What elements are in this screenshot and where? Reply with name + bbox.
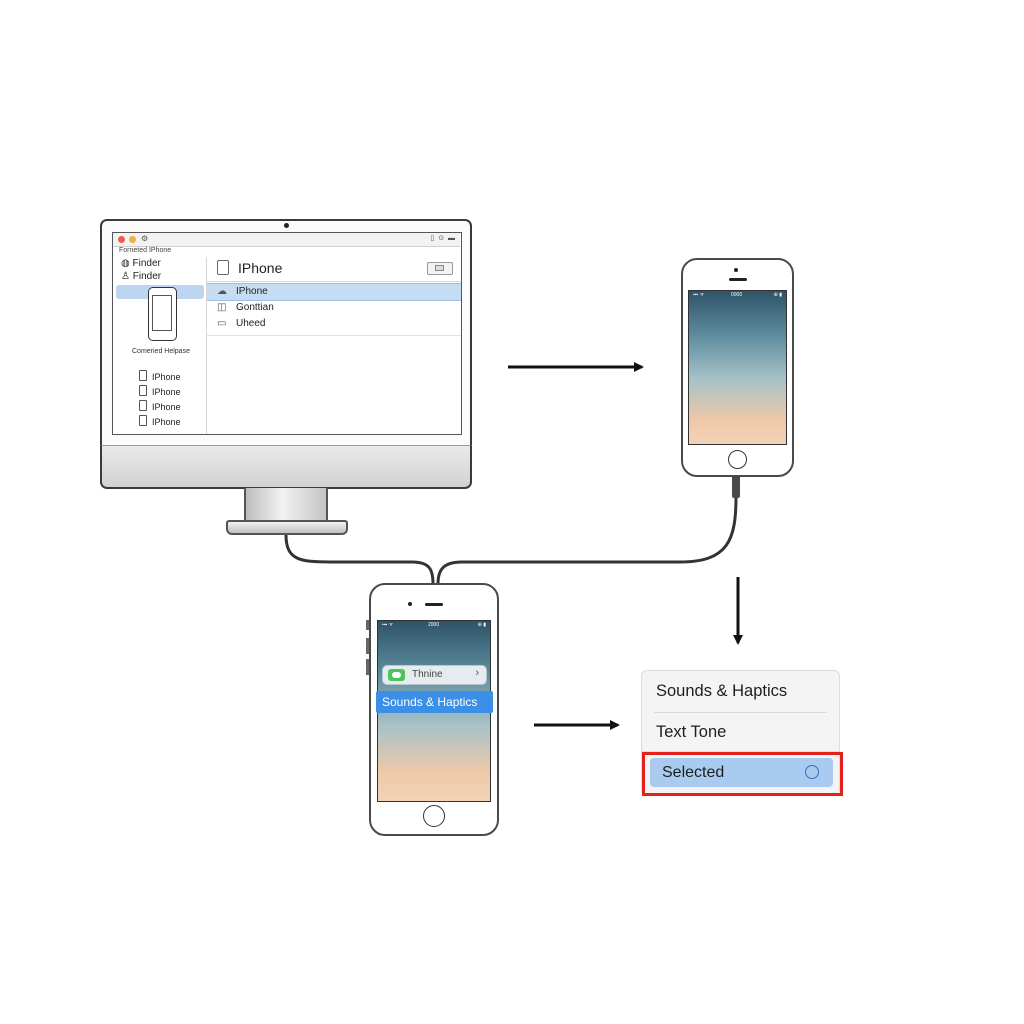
volume-down-button	[366, 659, 369, 675]
divider	[654, 712, 827, 713]
divider	[207, 281, 461, 282]
window-header-label: Forneted IPhone	[119, 247, 172, 254]
device-list-item[interactable]: IPhone	[139, 385, 181, 397]
settings-item-selected[interactable]: Selected	[650, 758, 833, 787]
sidebar-item-label: Finder	[132, 271, 162, 282]
device-list-item[interactable]: IPhone	[139, 370, 181, 382]
device-list-item[interactable]: IPhone	[139, 400, 181, 412]
list-item-label: IPhone	[236, 286, 268, 297]
sidebar-item-finder[interactable]: ◍ Finder	[121, 258, 161, 269]
panel-title: Sounds & Haptics	[656, 682, 788, 700]
general-icon: ◫	[217, 302, 227, 313]
home-button[interactable]	[423, 805, 445, 827]
list-item-label: Gonttian	[236, 302, 274, 313]
window-titlebar: ⚙ ▯ ⊙ ▬	[113, 233, 460, 247]
finder-window: ⚙ ▯ ⊙ ▬ Forneted IPhone ◍ Finder ♙ Finde…	[112, 232, 462, 435]
phone-outline-icon	[217, 260, 229, 275]
home-button[interactable]	[728, 450, 747, 469]
highlight-frame	[642, 752, 843, 796]
mute-switch	[366, 620, 369, 630]
storage-icon: ▭	[217, 318, 227, 329]
person-icon: ♙	[121, 271, 130, 282]
page-title: IPhone	[238, 260, 283, 276]
minimize-window-button[interactable]	[129, 236, 136, 243]
divider	[207, 335, 461, 336]
device-label: IPhone	[152, 387, 181, 397]
list-item-label: Uheed	[236, 318, 266, 329]
usb-cable-phone	[436, 496, 738, 585]
iphone-device-icon	[148, 287, 177, 341]
menubar-status-icons: ▯ ⊙ ▬	[430, 235, 456, 242]
monitor-stand-neck	[244, 488, 328, 522]
speaker-grille	[425, 603, 443, 606]
camera-icon	[284, 223, 289, 228]
close-window-button[interactable]	[118, 236, 125, 243]
device-label: IPhone	[152, 417, 181, 427]
usb-cable-monitor	[284, 534, 435, 585]
list-item-general[interactable]: ◫ Gonttian	[207, 300, 461, 316]
front-camera-icon	[734, 268, 738, 272]
sidebar-item-label: Finder	[132, 258, 161, 269]
messages-icon	[388, 669, 405, 681]
volume-up-button	[366, 638, 369, 654]
settings-icon[interactable]: ⚙	[141, 234, 149, 243]
battery-icon: ⊕ ▮	[477, 622, 486, 628]
sidebar-item-finder-2[interactable]: ♙ Finder	[121, 271, 161, 282]
device-label: IPhone	[152, 402, 181, 412]
speaker-grille	[729, 278, 747, 281]
monitor-chin	[100, 445, 472, 489]
device-list-item[interactable]: IPhone	[139, 415, 181, 427]
phone-icon	[139, 370, 147, 381]
device-label: IPhone	[152, 372, 181, 382]
phone-icon	[139, 385, 147, 396]
menu-item-label: Thnine	[412, 669, 443, 680]
selected-label: Selected	[662, 764, 725, 781]
phone-icon	[139, 400, 147, 411]
finder-icon: ◍	[121, 258, 130, 269]
divider	[642, 751, 839, 752]
device-caption: Comeried Helpase	[132, 348, 190, 355]
menu-item-theme[interactable]: Thnine ›	[382, 665, 487, 685]
menu-item-label: Sounds & Haptics	[382, 695, 478, 709]
settings-item-text-tone[interactable]: Text Tone	[656, 723, 727, 741]
finder-main-pane: IPhone ☁ IPhone ◫ Gonttian ▭ Uheed	[207, 257, 461, 434]
status-time: 0000	[731, 292, 743, 298]
window-icon	[435, 265, 444, 271]
phone-icon	[139, 415, 147, 426]
radio-circle-icon[interactable]	[805, 765, 819, 779]
monitor-stand-foot	[226, 520, 348, 535]
device-screen	[152, 295, 172, 331]
cloud-icon: ☁	[217, 286, 227, 297]
list-item-iphone[interactable]: ☁ IPhone	[207, 283, 461, 301]
iphone-connected: ▪▪▪ ᯤ 0000 ⊕ ▮	[681, 258, 794, 477]
list-item-used[interactable]: ▭ Uheed	[207, 316, 461, 332]
menu-item-sounds-haptics[interactable]: Sounds & Haptics	[376, 691, 493, 713]
battery-icon: ⊕ ▮	[773, 292, 782, 298]
view-toggle-button[interactable]	[427, 262, 453, 275]
lightning-plug	[732, 476, 740, 498]
signal-icon: ▪▪▪ ᯤ	[693, 292, 705, 298]
front-camera-icon	[408, 602, 412, 606]
signal-icon: ▪▪▪ ᯤ	[382, 622, 394, 628]
phone-screen: ▪▪▪ ᯤ 0000 ⊕ ▮	[688, 290, 787, 445]
status-time: 2000	[428, 622, 440, 628]
finder-sidebar: ◍ Finder ♙ Finder Comeried Helpase IPhon…	[113, 257, 207, 434]
chevron-right-icon: ›	[475, 667, 479, 679]
